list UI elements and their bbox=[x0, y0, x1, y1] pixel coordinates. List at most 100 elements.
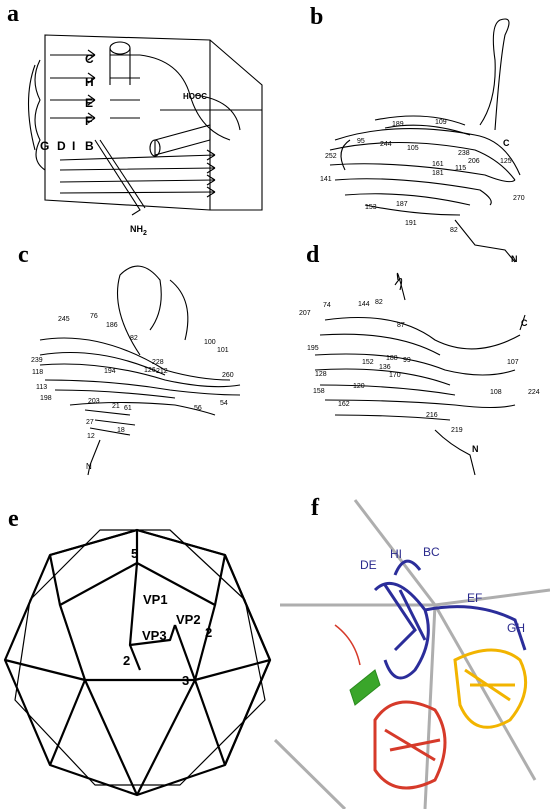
residue-label: 54 bbox=[220, 400, 228, 407]
residue-label: 238 bbox=[458, 150, 470, 157]
n-terminus-label: N bbox=[472, 444, 479, 454]
residue-label: 27 bbox=[86, 419, 94, 426]
residue-label: 105 bbox=[407, 145, 419, 152]
vp1-label: VP1 bbox=[143, 592, 168, 607]
strand-c-label: C bbox=[85, 52, 94, 66]
panel-e: e VP1 VP2 VP3 5 2 2 3 bbox=[0, 490, 275, 809]
residue-label: 107 bbox=[507, 359, 519, 366]
strand-f-label: F bbox=[85, 114, 92, 128]
loop-bc-label: BC bbox=[423, 545, 440, 559]
residue-label: 191 bbox=[405, 220, 417, 227]
residue-label: 260 bbox=[222, 372, 234, 379]
residue-label: 161 bbox=[432, 161, 444, 168]
vp2-ribbon: 245 76 186 82 239 118 194 100 101 228 21… bbox=[31, 265, 241, 476]
residue-label: 12 bbox=[87, 433, 95, 440]
residue-label: 194 bbox=[104, 368, 116, 375]
residue-label: 108 bbox=[490, 389, 502, 396]
residue-label: 162 bbox=[338, 401, 350, 408]
residue-label: 203 bbox=[88, 398, 100, 405]
capsid-ribbon-model: DE HI BC EF GH bbox=[273, 499, 550, 809]
residue-label: 87 bbox=[397, 322, 405, 329]
strand-g-label: G bbox=[40, 139, 49, 153]
vp2-label: VP2 bbox=[176, 612, 201, 627]
residue-label: 228 bbox=[152, 359, 164, 366]
c-terminus-label: C bbox=[521, 318, 528, 328]
strand-i-label: I bbox=[72, 139, 75, 153]
axis-2-label: 2 bbox=[205, 625, 212, 640]
residue-label: 195 bbox=[307, 345, 319, 352]
residue-label: 186 bbox=[106, 322, 118, 329]
residue-label: 99 bbox=[403, 357, 411, 364]
residue-label: 239 bbox=[31, 357, 43, 364]
strand-e-label: E bbox=[85, 96, 93, 110]
panel-a-label: a bbox=[7, 1, 19, 27]
jellyroll-schematic: C H E F G D I B HOOC NH2 bbox=[27, 34, 263, 237]
residue-label: 120 bbox=[353, 383, 365, 390]
residue-label: 216 bbox=[426, 412, 438, 419]
residue-label: 126 bbox=[144, 367, 156, 374]
residue-label: 82 bbox=[130, 335, 138, 342]
strand-b-label: B bbox=[85, 139, 94, 153]
residue-label: 158 bbox=[313, 388, 325, 395]
residue-label: 244 bbox=[380, 141, 392, 148]
residue-label: 61 bbox=[124, 405, 132, 412]
panel-f: f DE HI BC EF GH bbox=[273, 490, 550, 809]
residue-label: 170 bbox=[389, 372, 401, 379]
n-terminus-label: N bbox=[86, 462, 92, 471]
residue-label: 245 bbox=[58, 316, 70, 323]
residue-label: 109 bbox=[435, 119, 447, 126]
residue-label: 82 bbox=[375, 299, 383, 306]
residue-label: 152 bbox=[362, 359, 374, 366]
residue-label: 141 bbox=[320, 176, 332, 183]
residue-label: 101 bbox=[217, 347, 229, 354]
strand-h-label: H bbox=[85, 75, 94, 89]
residue-label: 128 bbox=[315, 371, 327, 378]
residue-label: 118 bbox=[32, 369, 43, 376]
residue-label: 187 bbox=[396, 201, 408, 208]
residue-label: 153 bbox=[365, 204, 377, 211]
vp1-ribbon: 189 109 95 244 105 238 252 161 181 206 1… bbox=[320, 18, 525, 264]
axis-3-label: 3 bbox=[182, 673, 189, 688]
n-terminus-label: N bbox=[511, 254, 518, 264]
loop-ef-label: EF bbox=[467, 591, 482, 605]
residue-label: 95 bbox=[357, 138, 365, 145]
residue-label: 219 bbox=[451, 427, 463, 434]
residue-label: 198 bbox=[40, 395, 52, 402]
strand-d-label: D bbox=[57, 139, 66, 153]
vp3-ribbon: 74 144 82 207 87 195 152 188 99 136 170 … bbox=[299, 272, 540, 476]
vp3-label: VP3 bbox=[142, 628, 167, 643]
loop-de-label: DE bbox=[360, 558, 377, 572]
residue-label: 100 bbox=[204, 339, 216, 346]
loop-hi-label: HI bbox=[390, 547, 402, 561]
loop-gh-label: GH bbox=[507, 621, 525, 635]
panel-a: a C H E F G bbox=[0, 0, 275, 240]
residue-label: 74 bbox=[323, 302, 331, 309]
c-terminus-label: C bbox=[503, 138, 510, 148]
panel-c-label: c bbox=[18, 242, 29, 268]
residue-label: 207 bbox=[299, 310, 311, 317]
residue-label: 125 bbox=[500, 158, 512, 165]
residue-label: 21 bbox=[112, 403, 120, 410]
residue-label: 189 bbox=[392, 121, 404, 128]
residue-label: 212 bbox=[156, 368, 168, 375]
panel-b-label: b bbox=[310, 4, 324, 30]
c-terminus-label: HOOC bbox=[183, 92, 207, 101]
panel-c: c 245 76 186 82 239 118 194 100 101 228 … bbox=[0, 240, 275, 480]
residue-label: 224 bbox=[528, 389, 540, 396]
residue-label: 18 bbox=[117, 427, 125, 434]
residue-label: 56 bbox=[194, 405, 202, 412]
residue-label: 252 bbox=[325, 153, 337, 160]
residue-label: 206 bbox=[468, 158, 480, 165]
panel-d-label: d bbox=[306, 242, 320, 268]
residue-label: 270 bbox=[513, 195, 525, 202]
panel-b: b 189 109 95 244 105 238 252 161 181 206… bbox=[275, 0, 550, 264]
residue-label: 181 bbox=[432, 170, 444, 177]
residue-label: 76 bbox=[90, 313, 98, 320]
panel-d: d 74 144 82 207 87 195 152 188 99 136 17… bbox=[275, 240, 550, 480]
axis-5-label: 5 bbox=[131, 546, 138, 561]
residue-label: 136 bbox=[379, 364, 391, 371]
residue-label: 144 bbox=[358, 301, 370, 308]
panel-f-label: f bbox=[311, 495, 319, 521]
residue-label: 188 bbox=[386, 355, 398, 362]
icosahedron-diagram: VP1 VP2 VP3 5 2 2 3 bbox=[3, 528, 272, 797]
